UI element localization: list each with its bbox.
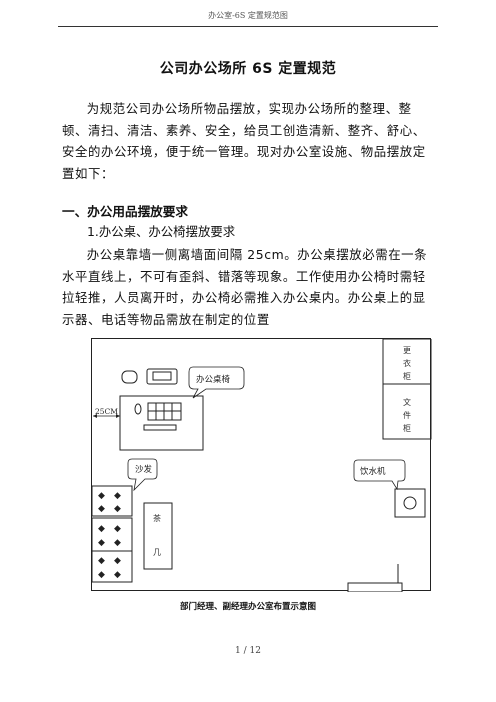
layout-svg: 更 衣 柜 文 件 柜 办公桌椅: [91, 338, 432, 593]
callout-desk-chair: 办公桌椅: [188, 366, 245, 399]
water-dispenser: [394, 488, 426, 518]
file-cabinet-char-3: 柜: [403, 423, 411, 433]
file-cabinet: 文 件 柜: [382, 383, 432, 440]
svg-text:◆: ◆: [98, 570, 105, 580]
wall-gap-dimension: 25CM: [93, 407, 120, 418]
callout-sofa-label: 沙发: [135, 464, 153, 475]
visitor-chair-icon: [121, 370, 138, 384]
office-layout-diagram: 更 衣 柜 文 件 柜 办公桌椅: [91, 338, 432, 593]
svg-text:◆: ◆: [98, 524, 105, 534]
svg-text:◆: ◆: [114, 556, 121, 566]
svg-text:◆: ◆: [114, 504, 121, 514]
file-cabinet-char-1: 文: [403, 397, 411, 407]
body-paragraph: 办公桌靠墙一侧离墙面间隔 25cm。办公桌摆放必需在一条水平直线上，不可有歪斜、…: [62, 247, 428, 327]
wardrobe-char-1: 更: [403, 346, 411, 355]
intro-paragraph: 为规范公司办公场所物品摆放，实现办公场所的整理、整顿、清扫、清洁、素养、安全，给…: [62, 101, 426, 181]
diagram-caption: 部门经理、副经理办公室布置示意图: [179, 602, 316, 612]
office-chair-icon: [146, 368, 178, 385]
sofa: ◆ ◆ ◆ ◆ ◆ ◆ ◆ ◆ ◆ ◆ ◆ ◆: [91, 485, 133, 583]
svg-text:◆: ◆: [114, 491, 121, 501]
svg-text:◆: ◆: [114, 538, 121, 548]
callout-desk-chair-label: 办公桌椅: [196, 374, 231, 385]
dimension-label: 25CM: [95, 407, 118, 416]
svg-text:◆: ◆: [98, 491, 105, 501]
subsection-heading: 1.办公桌、办公椅摆放要求: [87, 224, 236, 239]
svg-text:◆: ◆: [114, 570, 121, 580]
svg-text:◆: ◆: [114, 524, 121, 534]
tea-table-char-2: 几: [153, 548, 161, 557]
telephone-icon: [134, 403, 142, 415]
wardrobe-char-2: 衣: [403, 358, 411, 368]
svg-text:◆: ◆: [98, 556, 105, 566]
door: [347, 564, 403, 593]
callout-water-dispenser: 饮水机: [353, 459, 406, 491]
tea-table: 茶 几: [143, 502, 173, 570]
callout-sofa: 沙发: [127, 458, 158, 492]
water-dispenser-icon: [403, 496, 417, 510]
svg-text:◆: ◆: [98, 504, 105, 514]
wardrobe-char-3: 柜: [403, 371, 411, 381]
tea-table-char-1: 茶: [153, 513, 161, 523]
wardrobe: 更 衣 柜: [382, 338, 432, 385]
drawer-handle: [143, 424, 177, 431]
document-title: 公司办公场所 6S 定置规范: [159, 61, 337, 77]
file-cabinet-char-2: 件: [403, 410, 411, 420]
page-header: 办公室-6S 定置规范图: [58, 6, 438, 27]
callout-water-label: 饮水机: [360, 466, 386, 477]
office-desk: [119, 395, 204, 451]
svg-text:◆: ◆: [98, 538, 105, 548]
section-heading: 一、办公用品摆放要求: [62, 204, 188, 219]
page-number: 1 / 12: [235, 646, 261, 656]
